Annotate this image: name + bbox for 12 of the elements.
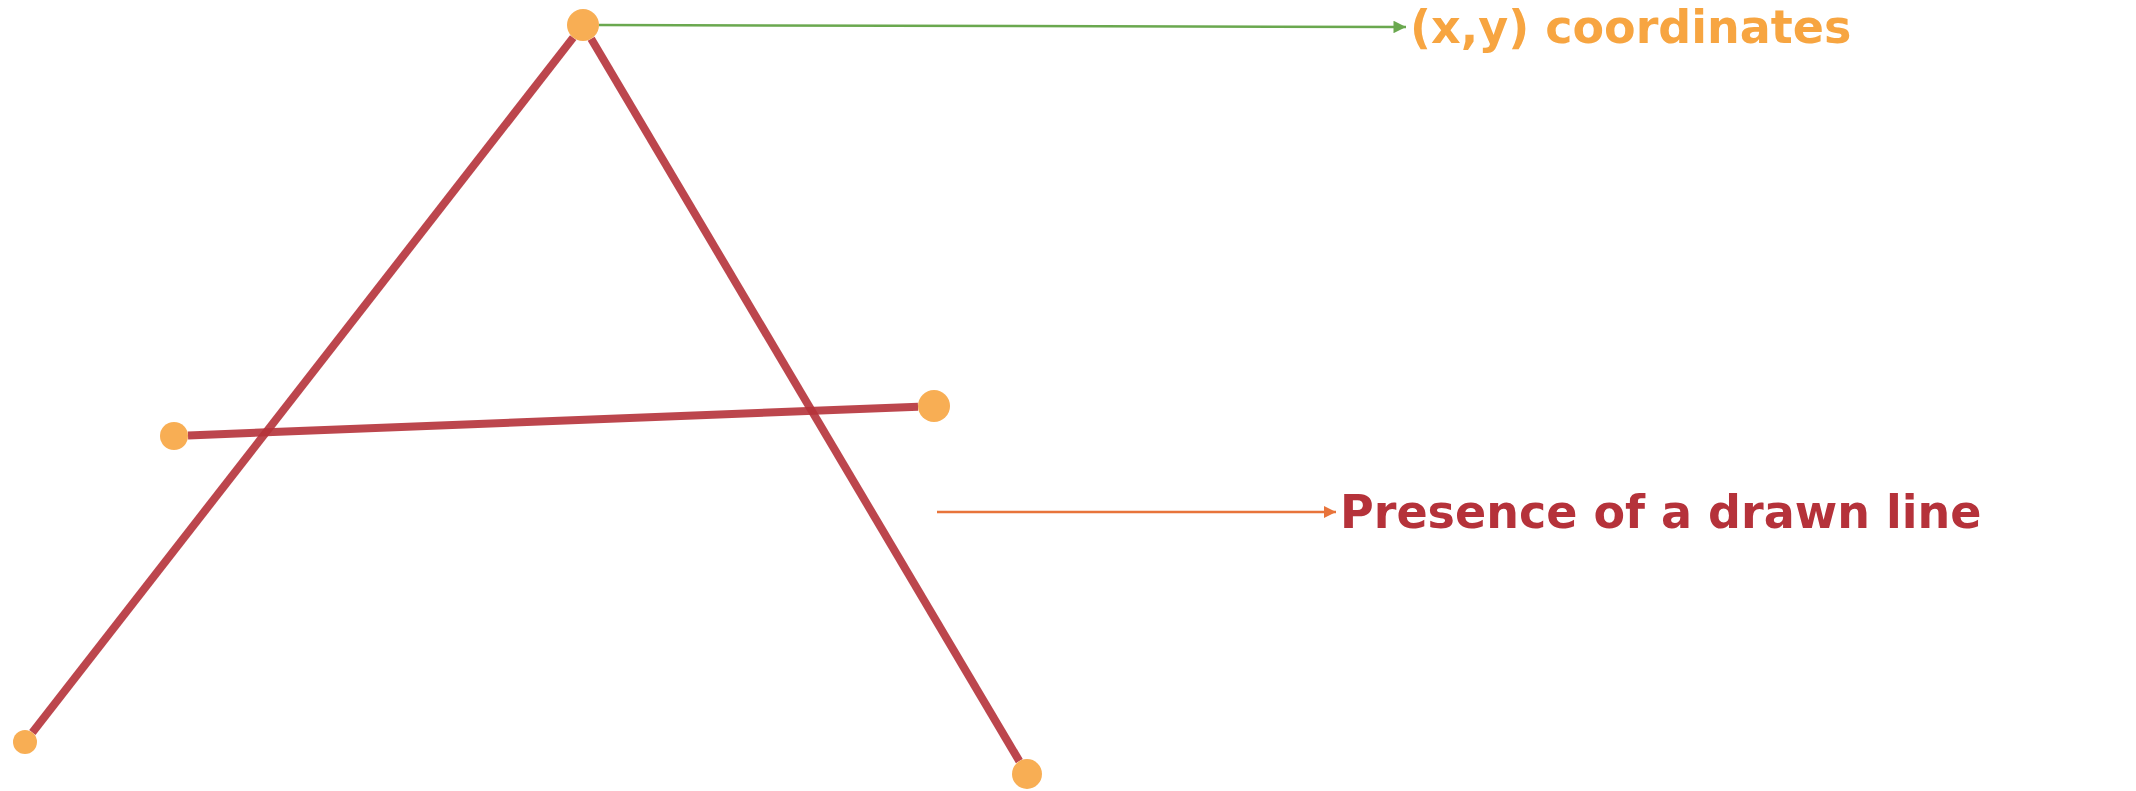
coordinate-label: (x,y) coordinates bbox=[1410, 0, 1852, 54]
drawn-line bbox=[187, 402, 919, 440]
point-dot bbox=[13, 730, 37, 754]
drawn-line bbox=[29, 35, 577, 735]
arrow bbox=[599, 20, 1406, 34]
arrow bbox=[937, 505, 1336, 519]
drawn-line bbox=[587, 36, 1023, 764]
point-dot bbox=[918, 390, 950, 422]
point-dot bbox=[567, 9, 599, 41]
line-label: Presence of a drawn line bbox=[1340, 485, 1982, 539]
point-dot bbox=[160, 422, 188, 450]
point-dot bbox=[1012, 759, 1042, 789]
